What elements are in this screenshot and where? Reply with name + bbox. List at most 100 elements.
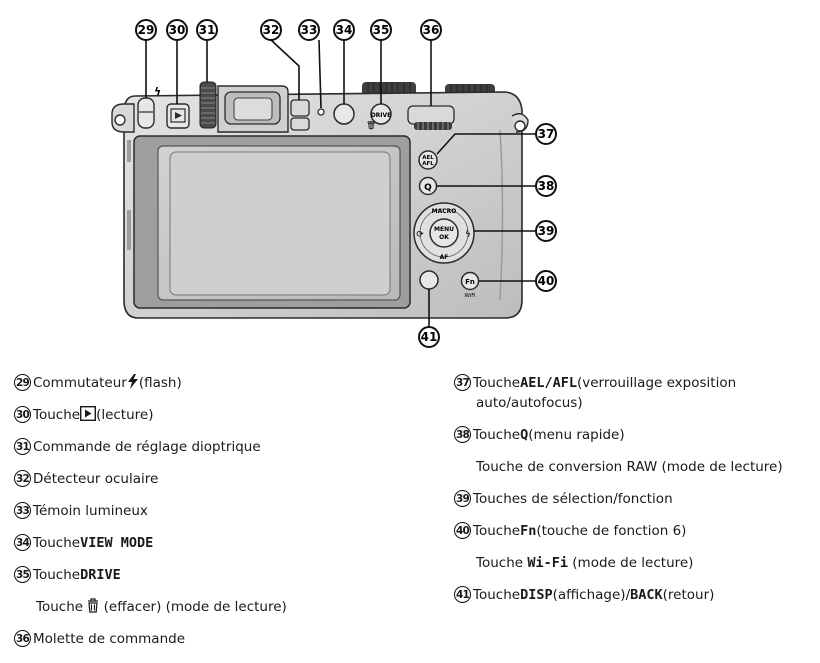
legend-bold: Fn	[520, 523, 537, 539]
flash-icon	[127, 374, 138, 389]
legend-bold: Wi-Fi	[527, 555, 568, 571]
camera-back-illustration: ϟ DRIVE 🗑	[111, 19, 557, 348]
svg-text:34: 34	[336, 23, 353, 37]
legend-item-35: 35 Touche DRIVE	[14, 566, 121, 584]
legend-item-39: 39 Touches de sélection/fonction	[454, 490, 673, 508]
legend-text-mid: (affichage)/	[552, 587, 631, 603]
viewfinder	[217, 85, 289, 133]
svg-text:29: 29	[138, 23, 155, 37]
side-port-cover-2	[127, 210, 131, 250]
legend-num: 36	[14, 630, 31, 647]
callout-39: 39	[535, 220, 557, 242]
callout-41: 41	[418, 326, 440, 348]
callout-33: 33	[298, 19, 320, 41]
legend-num: 34	[14, 534, 31, 551]
self-timer-icon: ⟳	[416, 230, 424, 240]
drive-label: DRIVE	[371, 112, 392, 119]
callout-37: 37	[535, 123, 557, 145]
svg-text:31: 31	[199, 23, 216, 37]
legend-item-31: 31 Commande de réglage dioptrique	[14, 438, 261, 456]
legend-text: Touche de conversion RAW (mode de lectur…	[476, 459, 783, 475]
legend-text: auto/autofocus)	[476, 395, 583, 411]
legend-text: Touche	[473, 587, 521, 603]
callout-38: 38	[535, 175, 557, 197]
disp-back-button[interactable]	[419, 270, 439, 290]
indicator-lamp	[317, 108, 325, 116]
legend-bold: AEL/AFL	[520, 375, 577, 391]
callout-badges: 29 30 31 32 33 34 35 36 37 38 39 40 41	[135, 19, 557, 348]
side-port-cover	[127, 140, 131, 162]
legend-item-34: 34 Touche VIEW MODE	[14, 534, 153, 552]
svg-text:30: 30	[169, 23, 186, 37]
legend-num: 41	[454, 586, 471, 603]
legend-item-29: 29 Commutateur (flash)	[14, 374, 182, 392]
legend-sub-40: Touche Wi-Fi (mode de lecture)	[476, 554, 693, 572]
drive-button[interactable]: DRIVE 🗑	[366, 103, 392, 130]
playback-button[interactable]	[166, 103, 190, 129]
strap-lug	[111, 103, 529, 133]
legend-sub-35: Touche (effacer) (mode de lecture)	[36, 598, 287, 616]
svg-text:33: 33	[301, 23, 318, 37]
legend-bold-2: BACK	[630, 587, 663, 603]
legend-text: Touche	[33, 567, 81, 583]
af-label: AF	[440, 254, 449, 261]
svg-text:37: 37	[538, 127, 555, 141]
selector-pad[interactable]: MENU OK MACRO AF ⟳ ϟ	[413, 202, 475, 264]
legend-text-post: (flash)	[138, 375, 182, 391]
legend-text: Touche	[476, 555, 528, 571]
flash-small-icon: ϟ	[465, 230, 471, 240]
legend-num: 38	[454, 426, 471, 443]
legend-text-post: (lecture)	[96, 407, 154, 423]
legend-text: Commande de réglage dioptrique	[33, 439, 261, 455]
svg-text:39: 39	[538, 224, 555, 238]
legend-bold: Q	[520, 427, 529, 443]
legend-text: Détecteur oculaire	[33, 471, 159, 487]
legend-item-38: 38 Touche Q (menu rapide)	[454, 426, 625, 444]
legend-bold: VIEW MODE	[80, 535, 154, 551]
legend-text-post: (touche de fonction 6)	[536, 523, 687, 539]
diopter-wheel[interactable]	[199, 81, 217, 129]
trash-icon	[88, 598, 99, 613]
legend-num: 37	[454, 374, 471, 391]
legend-text: Touche	[33, 535, 81, 551]
svg-text:32: 32	[263, 23, 280, 37]
leader-lines	[145, 39, 536, 326]
command-dial[interactable]	[407, 105, 455, 130]
svg-text:40: 40	[538, 274, 555, 288]
callout-35: 35	[370, 19, 392, 41]
callout-36: 36	[420, 19, 442, 41]
playback-icon	[80, 406, 97, 421]
fn-label: Fn	[465, 278, 475, 286]
fn-button[interactable]: Fn WiFi	[460, 271, 480, 300]
ael-afl-button[interactable]: AEL AFL	[418, 150, 438, 170]
legend-line2-37: auto/autofocus)	[476, 394, 583, 412]
ok-label: OK	[439, 234, 449, 241]
legend-item-36: 36 Molette de commande	[14, 630, 185, 648]
menu-ok-button[interactable]	[429, 218, 459, 248]
callout-32: 32	[260, 19, 282, 41]
ael-label: AEL	[422, 155, 434, 161]
legend-item-40: 40 Touche Fn (touche de fonction 6)	[454, 522, 686, 540]
legend-text: Commutateur	[33, 375, 127, 391]
legend-num: 29	[14, 374, 31, 391]
legend-item-30: 30 Touche (lecture)	[14, 406, 153, 424]
wifi-label: WiFi	[464, 293, 476, 299]
q-label: Q	[424, 183, 432, 193]
legend-bold: DISP	[520, 587, 553, 603]
legend-text: Touche	[473, 523, 521, 539]
svg-text:41: 41	[421, 330, 438, 344]
callout-29: 29	[135, 19, 157, 41]
lcd-monitor	[133, 135, 411, 309]
view-mode-button[interactable]	[333, 103, 355, 125]
legend-num: 39	[454, 490, 471, 507]
q-button[interactable]: Q	[418, 176, 438, 196]
callout-40: 40	[535, 270, 557, 292]
legend-text: Touche	[36, 599, 88, 615]
legend-right: 37 Touche AEL/AFL (verrouillage expositi…	[454, 374, 814, 614]
menu-label: MENU	[434, 226, 454, 233]
legend-text: Touche	[33, 407, 81, 423]
svg-text:35: 35	[373, 23, 390, 37]
legend-text-post: (retour)	[662, 587, 715, 603]
callout-34: 34	[333, 19, 355, 41]
playback-icon	[175, 112, 182, 119]
